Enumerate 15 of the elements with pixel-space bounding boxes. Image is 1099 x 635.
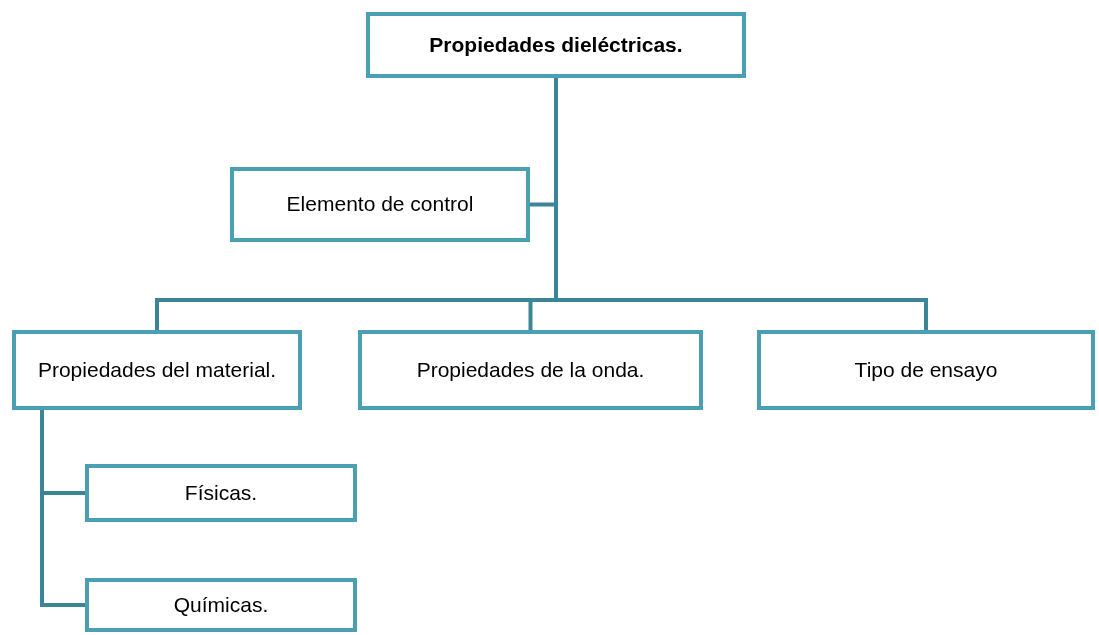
process-box — [358, 330, 703, 410]
connector-line — [40, 410, 85, 607]
box-label: Propiedades de la onda. — [416, 356, 645, 383]
process-box — [85, 578, 357, 632]
process-box — [12, 330, 302, 410]
box-label: Elemento de control — [286, 191, 474, 218]
process-box — [230, 167, 530, 242]
process-box — [366, 12, 746, 78]
box-label: Propiedades dieléctricas. — [429, 31, 683, 58]
box-label: Químicas. — [173, 591, 269, 618]
process-box — [757, 330, 1095, 410]
box-label: Físicas. — [184, 479, 258, 506]
box-label: Propiedades del material. — [37, 356, 277, 383]
process-box — [85, 464, 357, 522]
box-label: Tipo de ensayo — [854, 356, 998, 383]
